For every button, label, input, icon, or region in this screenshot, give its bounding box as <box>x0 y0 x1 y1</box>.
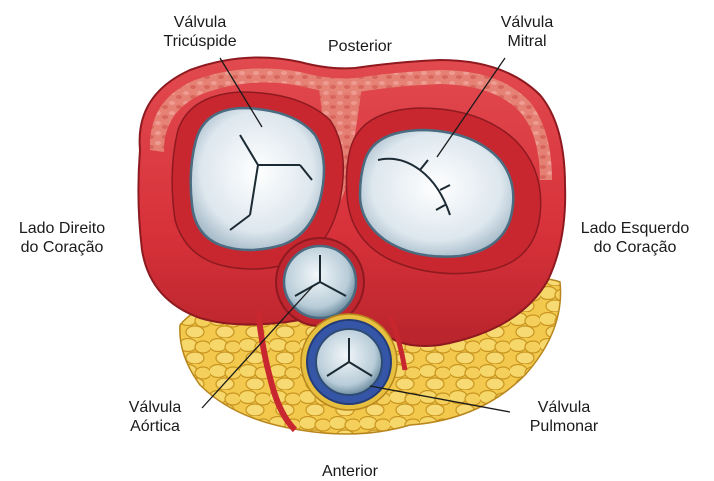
label-mitral-valve: Válvula Mitral <box>472 13 582 51</box>
label-pulmonary-valve: Válvula Pulmonar <box>504 398 624 436</box>
label-anterior: Anterior <box>290 462 410 481</box>
tricuspid-valve <box>191 108 324 250</box>
label-right-side-line1: Lado Direito <box>2 219 122 238</box>
label-left-side: Lado Esquerdo do Coração <box>565 219 705 257</box>
label-mitral-line2: Mitral <box>472 32 582 51</box>
label-anterior-text: Anterior <box>290 462 410 481</box>
label-tricuspid-line2: Tricúspide <box>140 32 260 51</box>
label-posterior-text: Posterior <box>300 37 420 56</box>
label-tricuspid-valve: Válvula Tricúspide <box>140 13 260 51</box>
label-aortic-line1: Válvula <box>100 398 210 417</box>
label-mitral-line1: Válvula <box>472 13 582 32</box>
label-pulmonary-line2: Pulmonar <box>504 417 624 436</box>
label-right-side: Lado Direito do Coração <box>2 219 122 257</box>
label-aortic-line2: Aórtica <box>100 417 210 436</box>
label-right-side-line2: do Coração <box>2 238 122 257</box>
label-posterior: Posterior <box>300 37 420 56</box>
label-tricuspid-line1: Válvula <box>140 13 260 32</box>
label-left-side-line2: do Coração <box>565 238 705 257</box>
label-left-side-line1: Lado Esquerdo <box>565 219 705 238</box>
label-pulmonary-line1: Válvula <box>504 398 624 417</box>
label-aortic-valve: Válvula Aórtica <box>100 398 210 436</box>
pulmonary-valve <box>301 314 397 410</box>
